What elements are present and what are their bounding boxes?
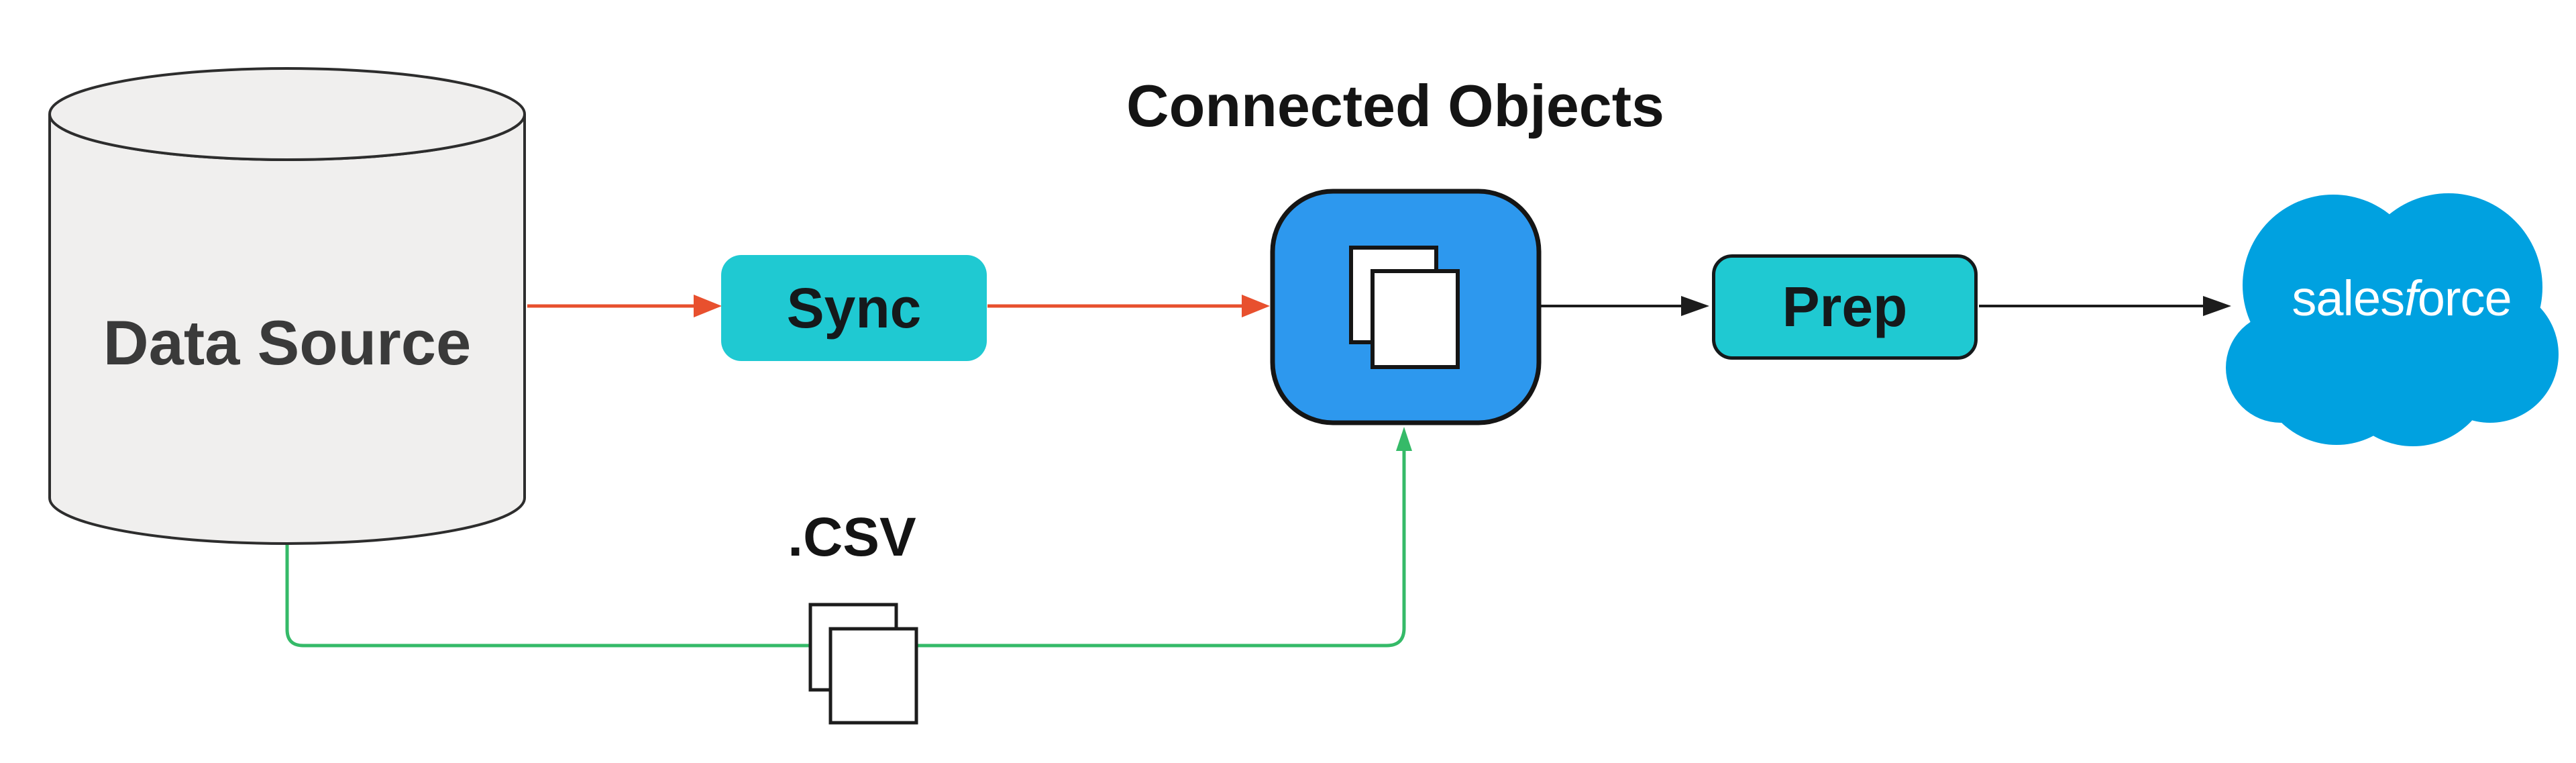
prep-node: Prep — [1712, 254, 1978, 360]
green-arrowhead-icon — [1396, 427, 1412, 451]
database-cylinder-icon — [48, 67, 526, 545]
data-source-label: Data Source — [103, 307, 472, 378]
objects-doc-front — [1371, 269, 1460, 369]
salesforce-wordmark-part2: orce — [2417, 270, 2512, 326]
salesforce-wordmark: salesforce — [2251, 270, 2553, 327]
connected-objects-title: Connected Objects — [1126, 72, 1664, 139]
salesforce-cloud-icon — [2226, 193, 2559, 446]
sync-label: Sync — [786, 276, 922, 340]
black-arrowhead-1-icon — [1681, 296, 1709, 316]
salesforce-wordmark-part1: sales — [2292, 270, 2405, 326]
prep-label: Prep — [1782, 275, 1908, 338]
cylinder-top — [48, 67, 526, 161]
black-arrowhead-2-icon — [2203, 296, 2231, 316]
connected-objects-icon — [1270, 189, 1542, 425]
csv-documents-icon — [808, 603, 918, 725]
cloud-fill — [2308, 282, 2502, 393]
sync-node: Sync — [721, 255, 987, 361]
orange-arrowhead-2-icon — [1242, 295, 1270, 317]
csv-doc-front — [828, 627, 918, 725]
csv-label: .CSV — [788, 507, 916, 568]
salesforce-wordmark-f: f — [2404, 270, 2418, 326]
orange-arrowhead-1-icon — [694, 295, 722, 317]
